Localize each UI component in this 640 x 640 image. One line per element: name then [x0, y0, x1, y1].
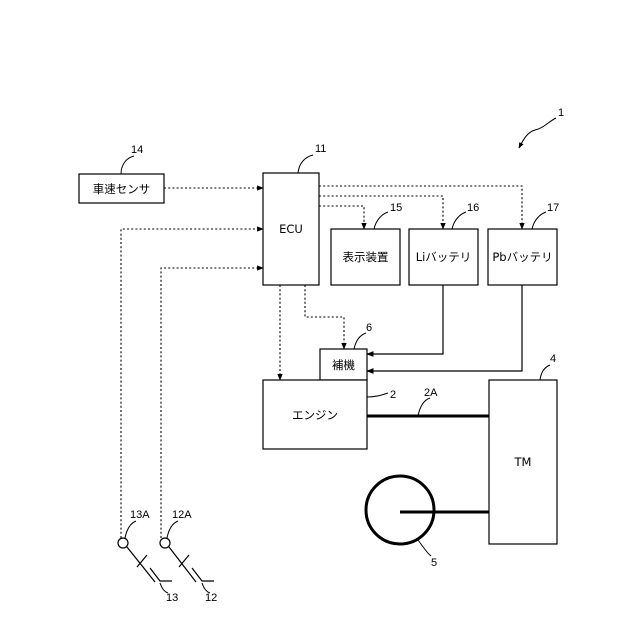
ref-label-17: 17 [547, 202, 559, 214]
sensor-12a-to-ecu [161, 268, 263, 538]
sensor-13a-circle [118, 538, 128, 548]
ref-leader-4 [540, 365, 550, 380]
pedal-12-shape [169, 547, 214, 582]
ref-leader-2 [367, 393, 388, 397]
ecu-to-display [319, 206, 364, 229]
ref-leader-14 [121, 156, 134, 174]
ref-label-2a: 2A [424, 387, 438, 399]
ref-leader-12a [167, 521, 178, 538]
pb-battery-label: Pbバッテリ [492, 250, 552, 264]
ref-label-4: 4 [550, 353, 556, 365]
ecu-to-pb-battery [319, 186, 522, 229]
ref-label-12a: 12A [172, 509, 192, 521]
ref-label-13: 13 [166, 592, 178, 604]
tm-label: TM [514, 455, 532, 469]
ref-label-15: 15 [390, 202, 402, 214]
ref-leader-6 [354, 333, 366, 349]
ref-label-5: 5 [431, 557, 437, 569]
ecu-to-auxiliary [305, 285, 344, 349]
wheel-circle [366, 476, 434, 544]
display-device-label: 表示装置 [343, 250, 389, 264]
auxiliary-label: 補機 [332, 358, 355, 372]
system-ref-leader [519, 118, 556, 148]
ref-label-12: 12 [205, 592, 217, 604]
ecu-label: ECU [279, 222, 303, 236]
ref-leader-11 [298, 155, 313, 173]
ref-label-16: 16 [467, 202, 479, 214]
ref-label-system: 1 [558, 107, 564, 119]
sensor-12a-circle [160, 538, 170, 548]
ref-leader-5 [418, 540, 431, 556]
pb-to-auxiliary-line [367, 285, 522, 371]
ref-leader-13a [125, 521, 136, 538]
ref-label-6: 6 [366, 322, 372, 334]
li-battery-label: Liバッテリ [416, 250, 472, 264]
ecu-to-li-battery [319, 196, 443, 229]
sensor-13a-to-ecu [121, 229, 263, 538]
ref-label-13a: 13A [130, 509, 150, 521]
li-to-auxiliary-line [367, 285, 443, 354]
ref-leader-16 [452, 212, 466, 229]
ref-label-11: 11 [315, 143, 326, 155]
engine-label: エンジン [292, 408, 338, 422]
ref-leader-2a [418, 398, 430, 416]
ref-leader-17 [532, 212, 546, 229]
ref-label-2: 2 [390, 389, 396, 401]
ref-label-14: 14 [131, 144, 143, 156]
vehicle-speed-sensor-label: 車速センサ [93, 182, 151, 196]
ref-leader-15 [374, 212, 388, 229]
pedal-13-shape [127, 547, 172, 582]
